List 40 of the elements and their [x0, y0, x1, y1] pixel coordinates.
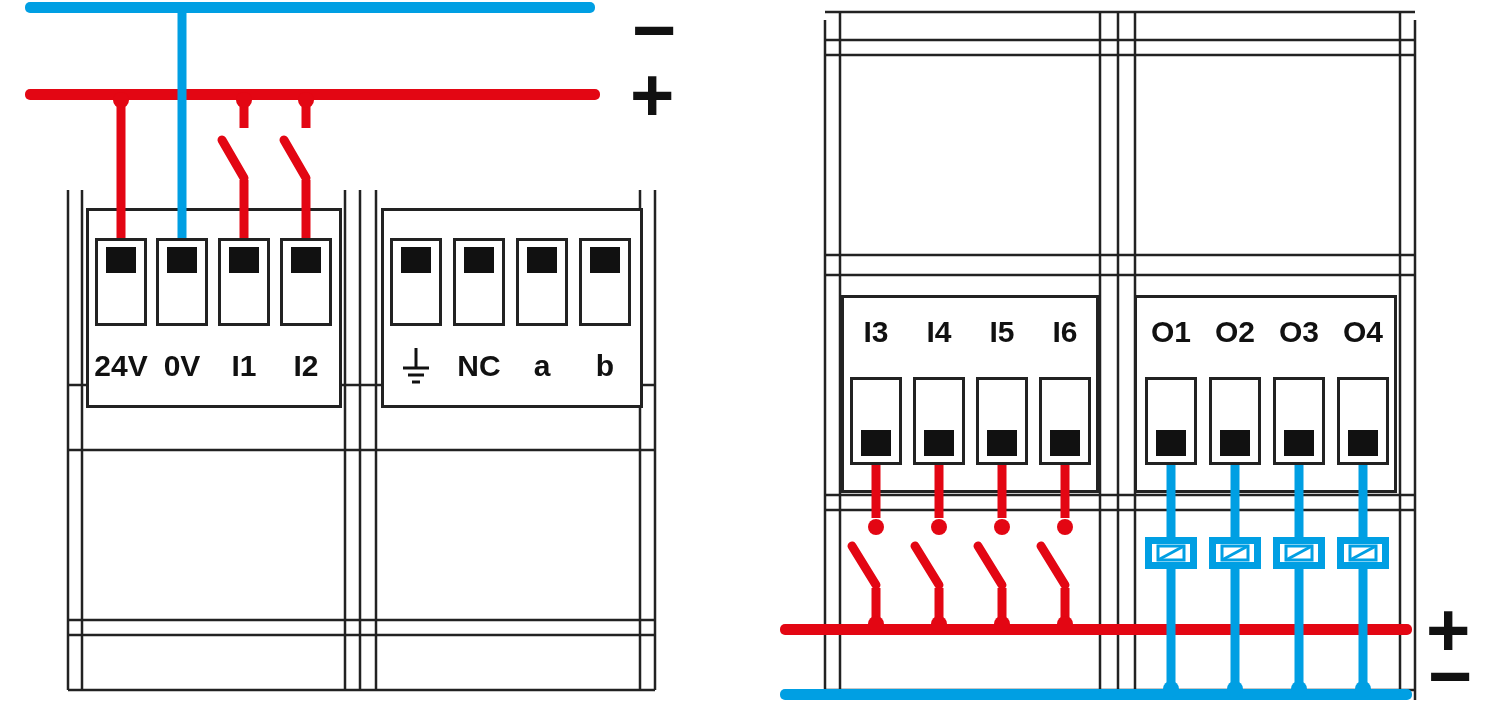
wire — [871, 465, 881, 518]
wire — [934, 465, 944, 518]
terminal-label: O2 — [1214, 314, 1256, 350]
terminal-label: I5 — [988, 314, 1016, 350]
terminal-label: 0V — [162, 348, 202, 384]
wire — [177, 13, 187, 238]
bus-line — [25, 2, 595, 13]
terminal-label: I6 — [1051, 314, 1079, 350]
relay-coil-icon — [1145, 537, 1197, 569]
wire — [1230, 465, 1240, 537]
wire — [1294, 465, 1304, 537]
wire — [1060, 465, 1070, 518]
polarity-sign: − — [632, 0, 677, 60]
bus-line — [780, 624, 1412, 635]
terminal-label: 24V — [93, 348, 149, 384]
terminal-label: I1 — [230, 348, 258, 384]
terminal-label: O3 — [1278, 314, 1320, 350]
bus-line — [780, 689, 1412, 700]
wire — [301, 180, 311, 238]
wire — [997, 465, 1007, 518]
wire — [1166, 465, 1176, 537]
terminal-label: b — [594, 348, 616, 384]
switch-icon — [909, 518, 949, 588]
relay-coil-icon — [1337, 537, 1389, 569]
terminal-label: I4 — [925, 314, 953, 350]
wire — [1358, 465, 1368, 537]
wire — [239, 180, 249, 238]
bus-line — [25, 89, 600, 100]
terminal-label: a — [532, 348, 552, 384]
terminal-label: O4 — [1342, 314, 1384, 350]
switch-icon — [846, 518, 886, 588]
terminal-label: NC — [456, 348, 502, 384]
relay-coil-icon — [1209, 537, 1261, 569]
polarity-sign: + — [630, 65, 675, 125]
switch-icon — [972, 518, 1012, 588]
terminal-label: I3 — [862, 314, 890, 350]
terminal-label: I2 — [292, 348, 320, 384]
switch-icon — [1035, 518, 1075, 588]
terminal-label: O1 — [1150, 314, 1192, 350]
relay-coil-icon — [1273, 537, 1325, 569]
